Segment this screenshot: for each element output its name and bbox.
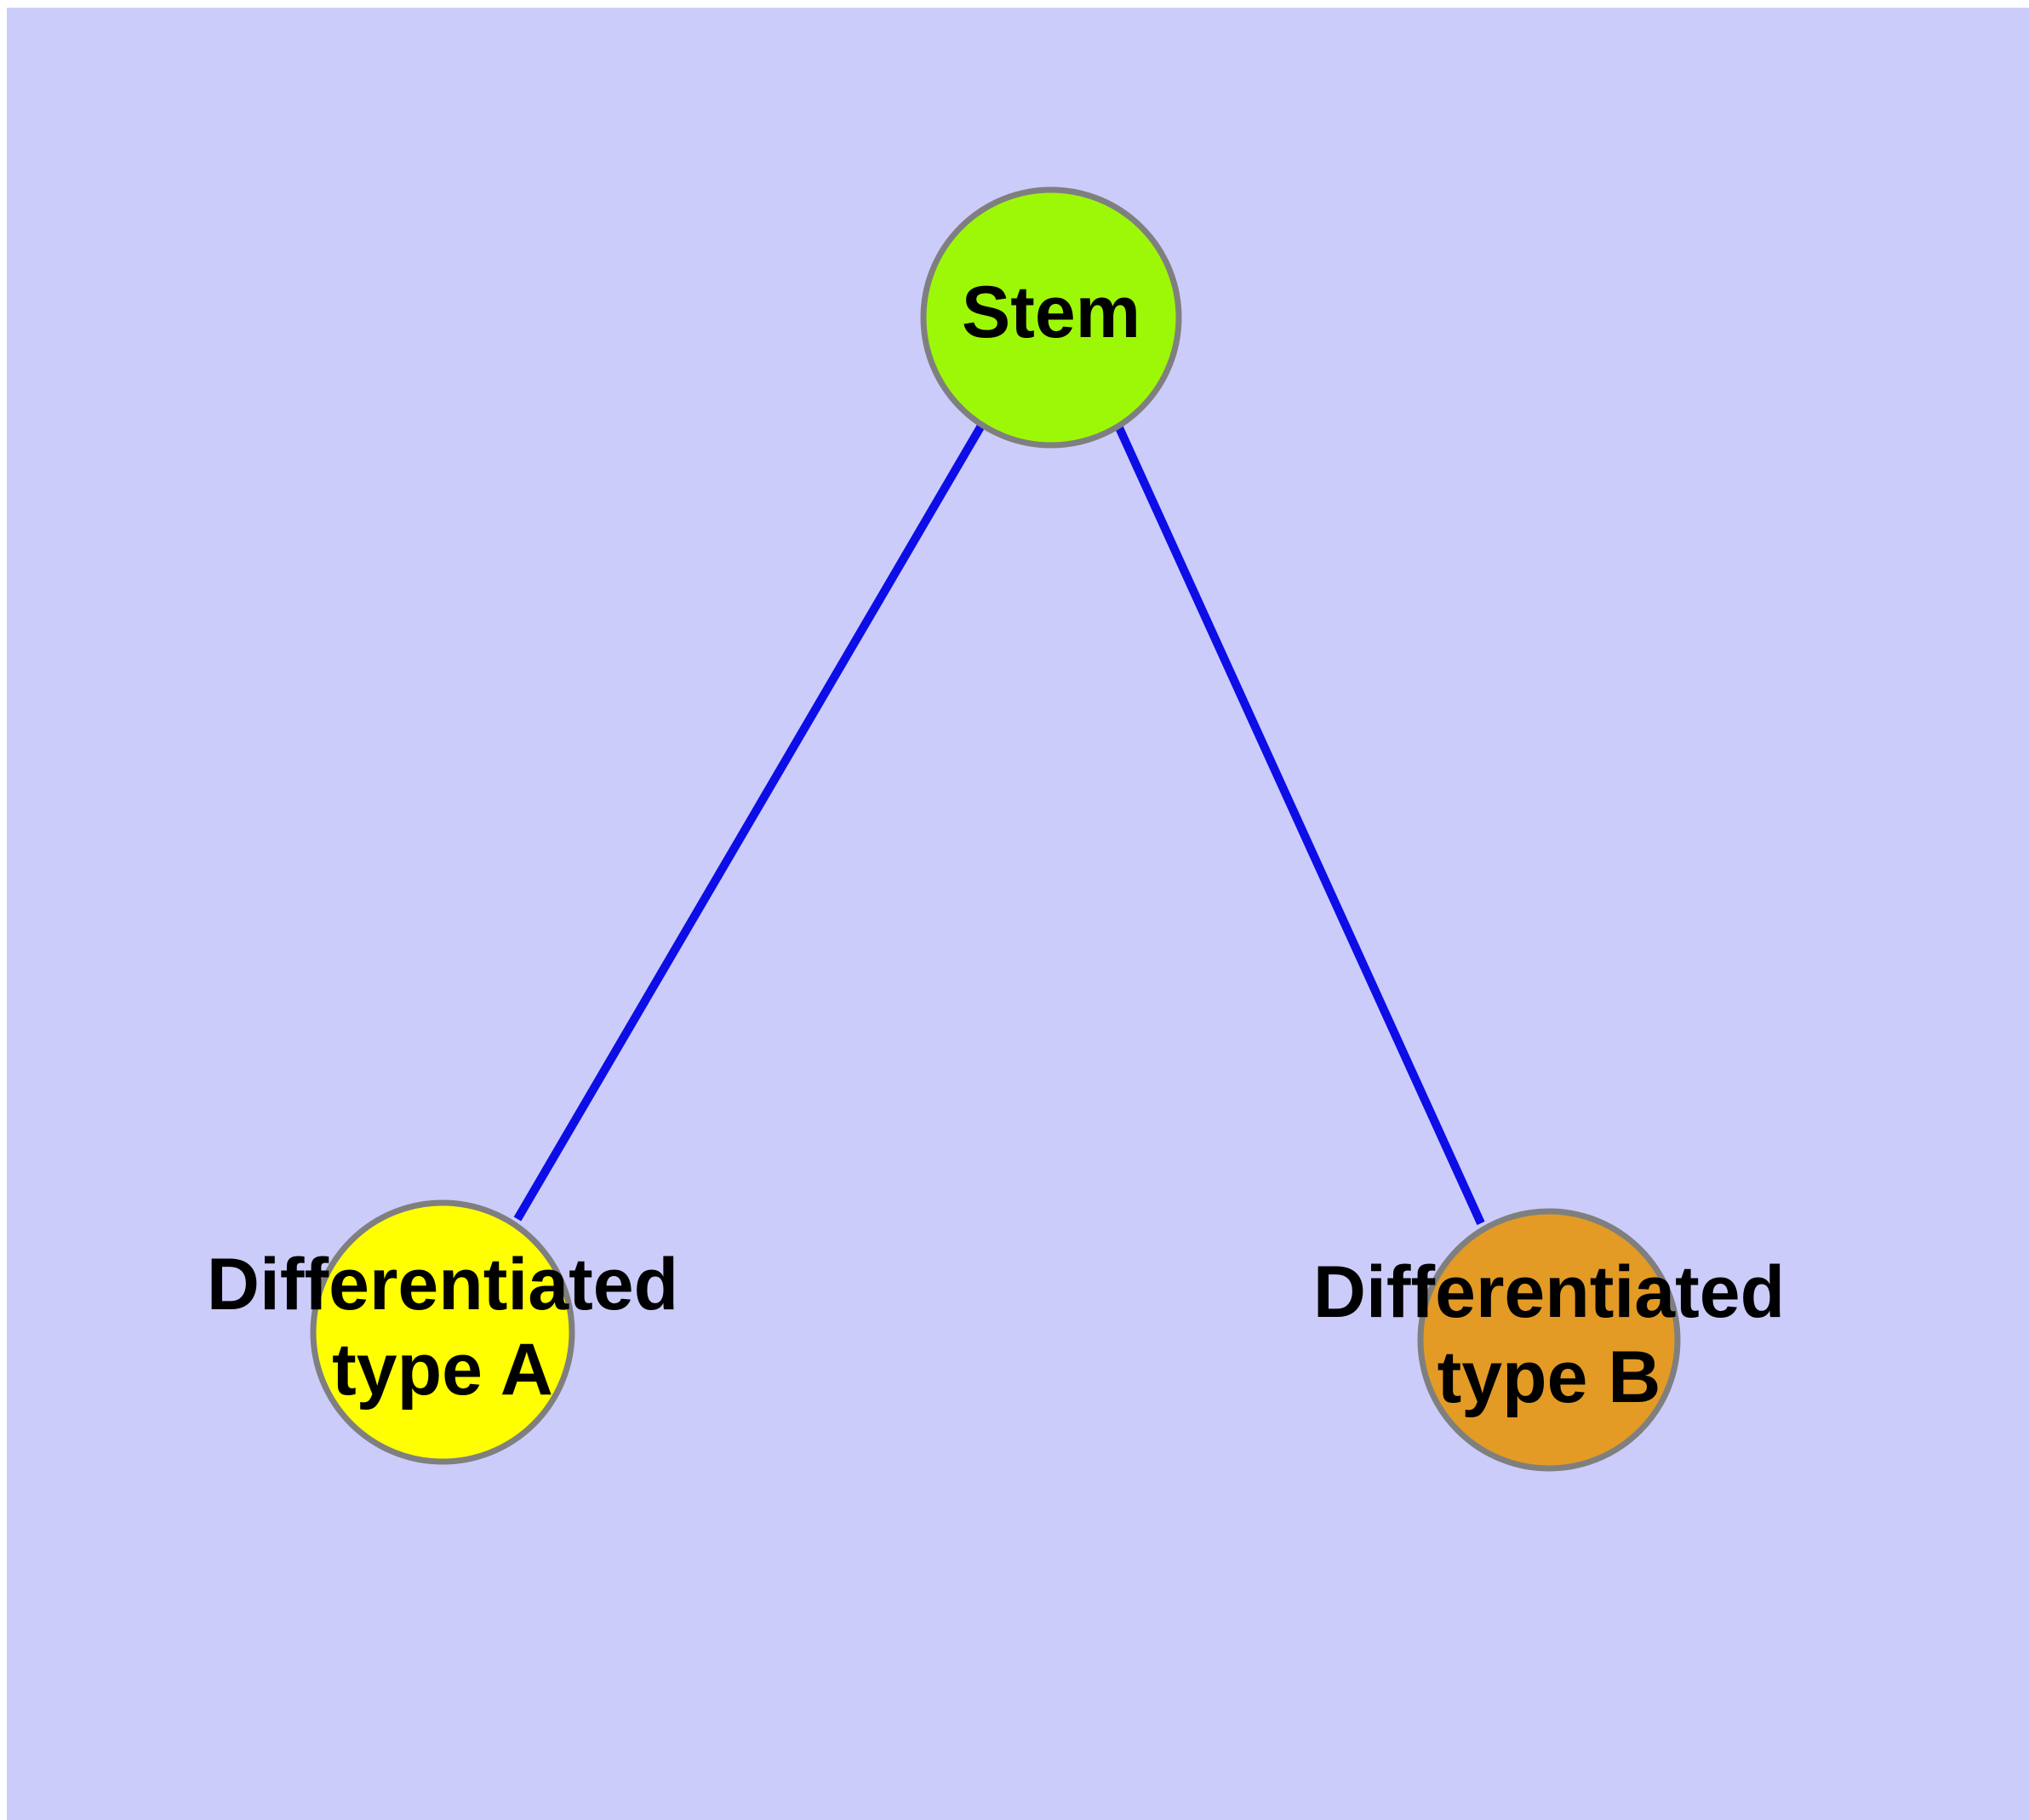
node-circle-diff-a[interactable]	[310, 1199, 575, 1465]
node-label-line: type A	[332, 1329, 553, 1411]
edge-stem-to-diff-b[interactable]	[1113, 421, 1485, 1226]
node-label-stem: Stem	[962, 272, 1140, 353]
node-label-line: Differentiated	[1313, 1251, 1785, 1333]
node-label-line: Stem	[962, 272, 1140, 353]
node-diff-b[interactable]	[1417, 1208, 1681, 1472]
node-label-line: Differentiated	[207, 1244, 678, 1325]
node-stem[interactable]	[920, 186, 1182, 449]
node-circle-diff-b[interactable]	[1417, 1208, 1681, 1472]
node-circle-stem[interactable]	[920, 186, 1182, 449]
edge-group	[513, 421, 1485, 1226]
edge-stem-to-diff-a[interactable]	[513, 423, 986, 1222]
node-group	[310, 186, 1681, 1472]
node-diff-a[interactable]	[310, 1199, 575, 1465]
node-label-line: type B	[1437, 1336, 1661, 1418]
